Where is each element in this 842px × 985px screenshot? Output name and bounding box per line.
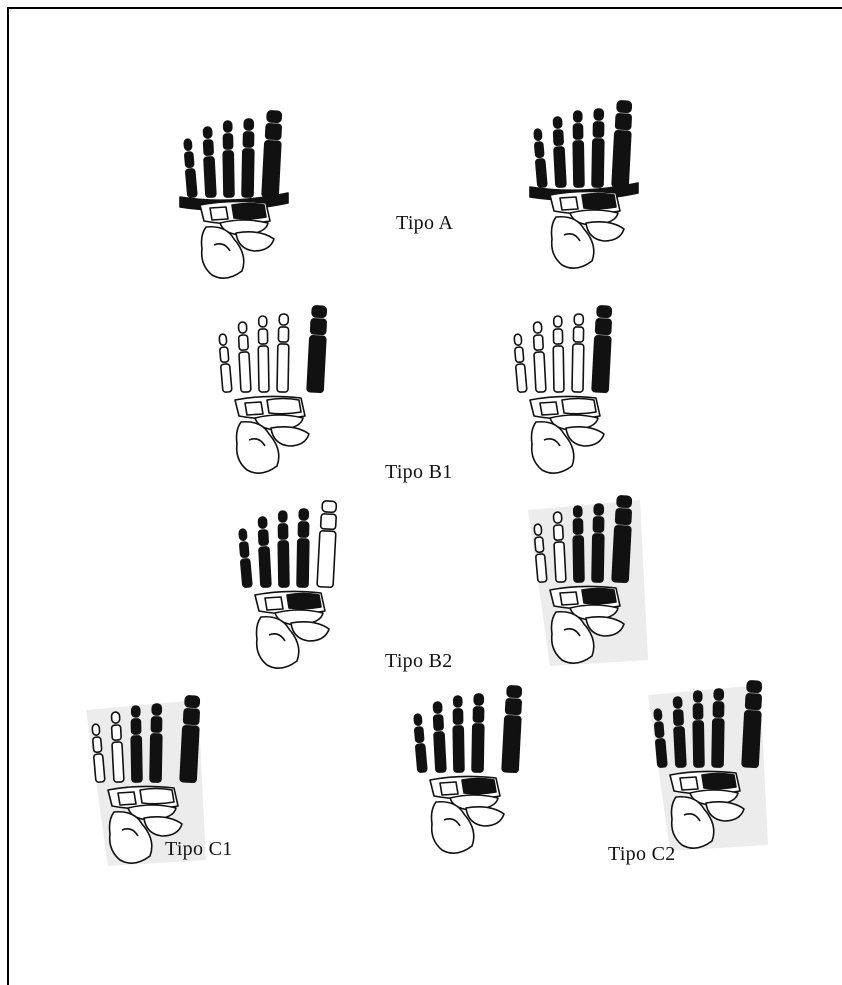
foot-diagram-c2-left <box>400 680 540 860</box>
foot-diagram-b1-left <box>205 300 345 480</box>
foot-diagram-b2-left <box>225 495 365 675</box>
figure-frame-left <box>7 7 9 985</box>
caption-tipo-b1: Tipo B1 <box>385 461 453 484</box>
caption-tipo-b2: Tipo B2 <box>385 650 453 673</box>
foot-diagram-a-left <box>170 105 310 285</box>
foot-diagram-b1-right <box>500 300 640 480</box>
caption-tipo-a: Tipo A <box>396 212 453 235</box>
caption-tipo-c2: Tipo C2 <box>608 843 676 866</box>
foot-diagram-b2-right <box>520 490 660 670</box>
caption-tipo-c1: Tipo C1 <box>165 838 233 861</box>
figure-frame-top <box>7 7 842 9</box>
foot-diagram-c2-right <box>640 675 780 855</box>
foot-diagram-a-right <box>520 95 660 275</box>
